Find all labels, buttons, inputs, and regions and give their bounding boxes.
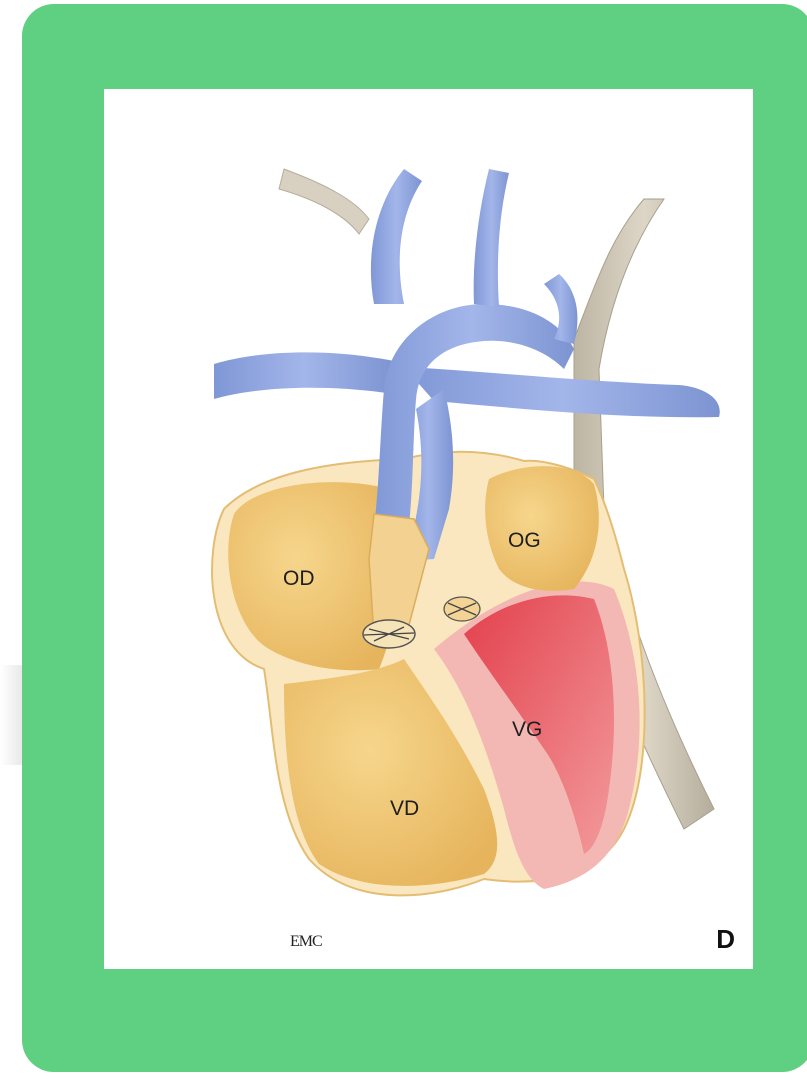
heart-diagram: OD OG VG VD xyxy=(104,89,753,969)
aortic-branch-mid xyxy=(474,169,509,307)
label-vg: VG xyxy=(512,718,542,741)
upper-gray-vessel xyxy=(279,169,369,234)
panel-letter: D xyxy=(716,924,735,955)
left-atrium xyxy=(485,466,599,591)
label-od: OD xyxy=(283,567,315,590)
signature-mark: EMC xyxy=(290,933,322,951)
label-vd: VD xyxy=(390,797,419,820)
edge-shadow xyxy=(0,665,22,765)
label-og: OG xyxy=(508,529,541,552)
right-horizontal-vessel xyxy=(404,367,720,417)
left-horizontal-vessel xyxy=(214,352,394,399)
aortic-branch-left xyxy=(371,169,422,304)
diagram-panel: OD OG VG VD EMC D xyxy=(104,89,753,969)
